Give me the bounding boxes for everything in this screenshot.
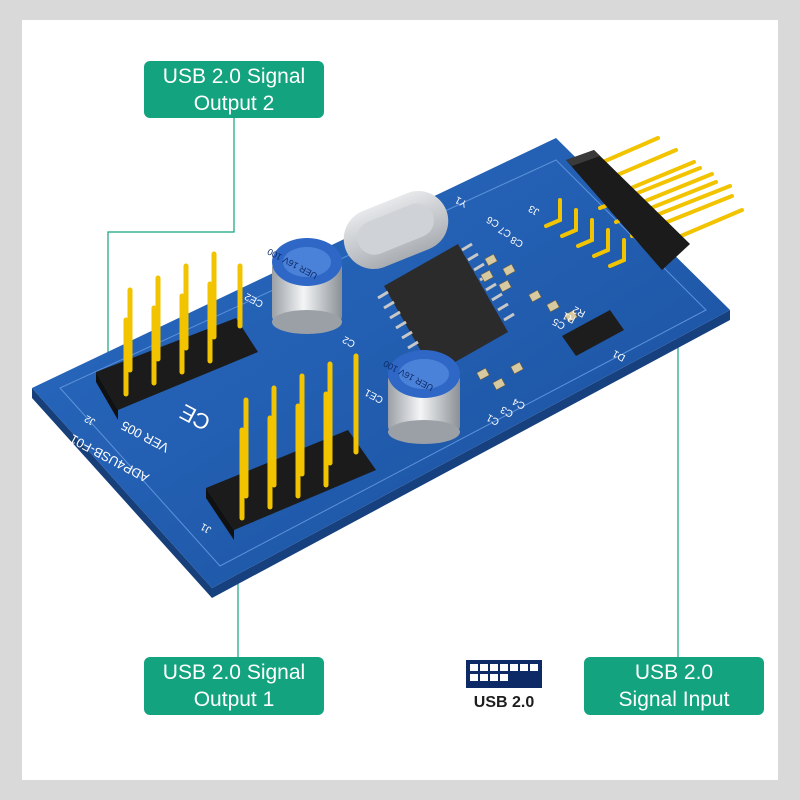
silk-c5: C5: [551, 315, 568, 331]
silk-d1: D1: [611, 347, 628, 363]
label-output2-line1: USB 2.0 Signal: [162, 64, 306, 88]
diode-d1: [562, 310, 624, 356]
capacitor-bottom: [388, 350, 460, 444]
leader-output2: [107, 118, 235, 372]
label-output1-line2: Output 1: [193, 688, 275, 711]
label-input-line2: Signal Input: [618, 688, 730, 711]
header-j3: [544, 136, 744, 270]
silk-c4: C4: [511, 395, 528, 411]
usb-badge-text: USB 2.0: [473, 694, 535, 711]
smd-components: [476, 253, 578, 391]
frame-right: [778, 0, 800, 800]
pcb-edge: [32, 388, 212, 598]
frame-bottom: [0, 780, 800, 800]
silk-c7: C7: [497, 223, 514, 239]
silk-j1: J1: [199, 520, 214, 535]
frame-top: [0, 0, 800, 20]
label-usb-signal-input: USB 2.0 Signal Input: [584, 657, 764, 715]
pcb-board: [32, 138, 730, 588]
capacitor-top: [272, 238, 342, 334]
silk-j2: J2: [83, 412, 98, 427]
silk-r1: R1: [561, 309, 578, 325]
silk-c8: C8: [509, 233, 526, 249]
silk-c1: C1: [485, 411, 502, 427]
silk-c3: C3: [499, 403, 516, 419]
silk-r2: R2: [571, 303, 588, 319]
silk-c2: C2: [341, 333, 358, 349]
label-input-line1: USB 2.0: [634, 661, 714, 684]
usb-connector-icon: [466, 660, 542, 688]
silk-y1: Y1: [453, 193, 469, 209]
label-output2-line2: Output 2: [193, 91, 275, 115]
label-usb-output-1: USB 2.0 Signal Output 1: [144, 657, 324, 715]
header-j2: [96, 251, 258, 420]
label-usb-output-2: USB 2.0 Signal Output 2: [144, 61, 324, 118]
label-output1-line1: USB 2.0 Signal: [162, 661, 306, 684]
usb-2-badge: USB 2.0: [462, 658, 546, 718]
frame-left: [0, 0, 22, 800]
crystal-y1: [343, 191, 449, 269]
silk-j3: J3: [527, 202, 542, 217]
header-j1: [206, 353, 376, 540]
silk-c6: C6: [485, 213, 502, 229]
pcb-edge-front: [212, 310, 730, 598]
